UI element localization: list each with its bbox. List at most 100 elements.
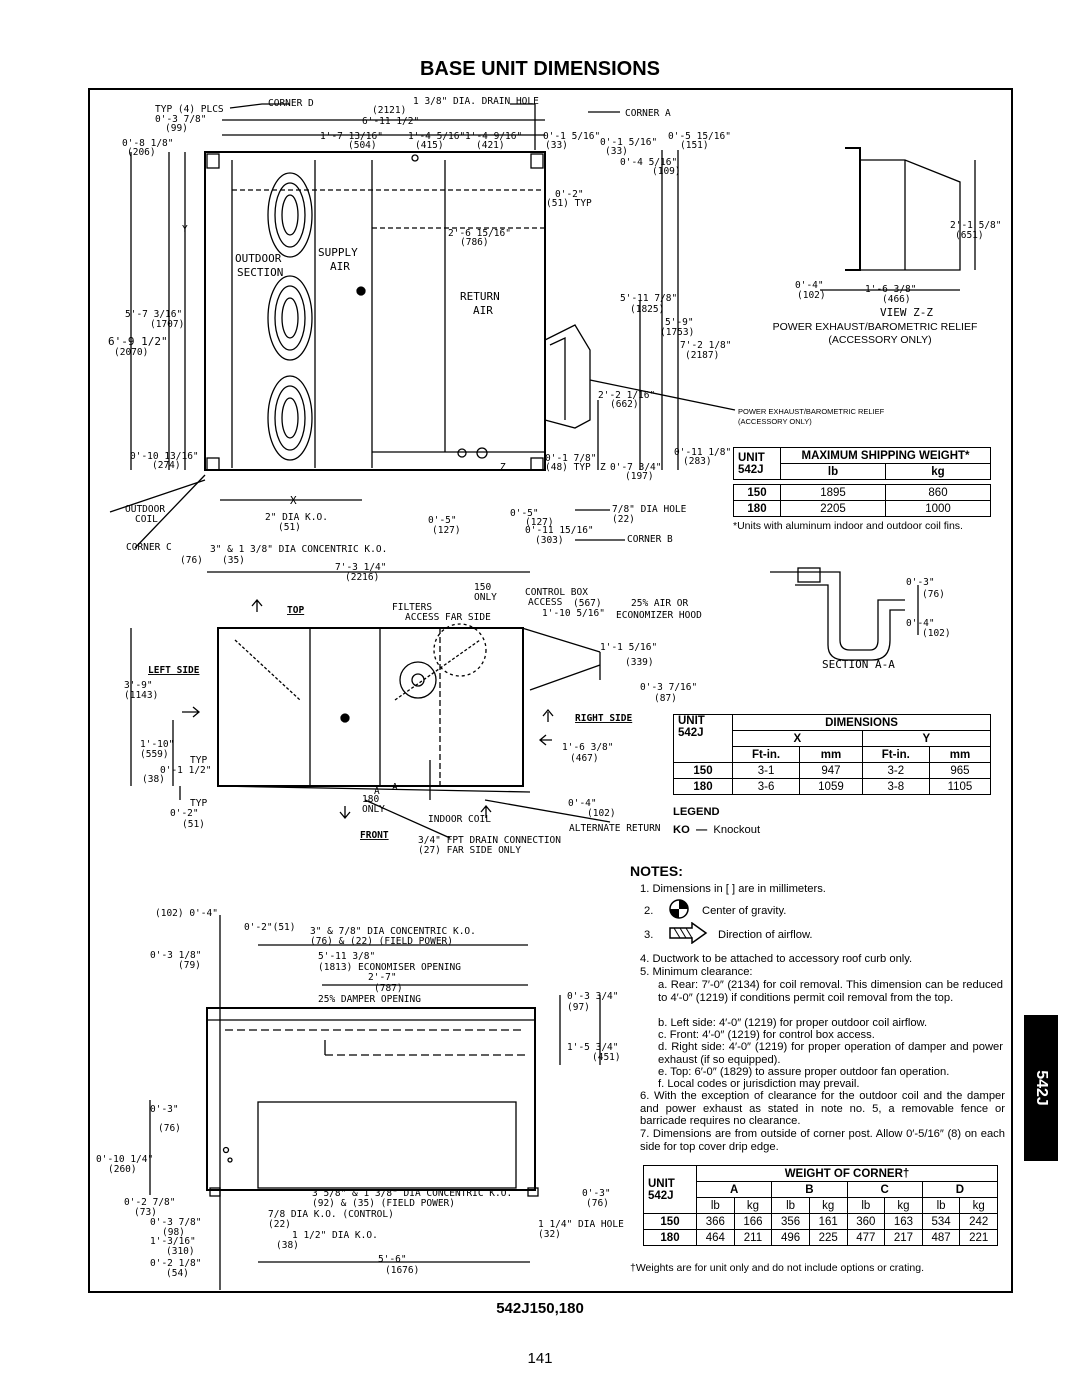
drawing-label: Z (600, 462, 606, 473)
drawing-label: INDOOR COIL (428, 814, 491, 825)
drawing-label: (467) (570, 753, 599, 764)
side-view-labels: TOP LEFT SIDE RIGHT SIDE FRONT 150 ONLY … (124, 582, 702, 856)
drawing-label: 0'-4" (568, 798, 597, 809)
drawing-label: (51) (278, 522, 301, 533)
drawing-label: 0'-11 15/16" (525, 525, 594, 536)
table-cell: lb (780, 463, 886, 480)
side-tab: 542J (1024, 1015, 1058, 1161)
note-3: Direction of airflow. (718, 929, 813, 941)
drawing-label: (206) (127, 147, 156, 158)
drawing-label: 0'-3 7/16" (640, 682, 697, 693)
table-cell: MAXIMUM SHIPPING WEIGHT* (780, 447, 991, 464)
table-cell: D (921, 1181, 999, 1198)
table-cell: 150 (673, 762, 733, 779)
drawing-label: 1'-5 3/4" (567, 1042, 618, 1053)
drawing-label: 1'-4 9/16" (465, 131, 522, 142)
page-title: BASE UNIT DIMENSIONS (419, 58, 661, 80)
drawing-label: 2'-2 1/16" (598, 390, 655, 401)
table-cell: 1000 (885, 500, 991, 517)
drawing-label: 25% AIR OR (631, 598, 688, 609)
table-cell: 3-6 (731, 778, 801, 795)
table-cell: 356 (771, 1213, 810, 1230)
only150-a: 150 (474, 582, 491, 593)
notes-title: NOTES: (630, 863, 683, 879)
drawing-label: 0'-2 1/8" (150, 1258, 201, 1269)
typ-plcs-label: TYP (4) PLCS (155, 104, 224, 115)
drawing-label: (76) (180, 555, 203, 566)
corner-footnote: †Weights are for unit only and do not in… (630, 1262, 924, 1274)
drawing-label: FILTERS (392, 602, 432, 613)
drawing-label: 1'-6 3/8" (562, 742, 613, 753)
drawing-label: 7'-2 1/8" (680, 340, 731, 351)
drawing-label: 1'-3/16" (150, 1236, 196, 1247)
drawing-label: 1 1/2" DIA K.O. (292, 1230, 378, 1241)
table-cell: lb (921, 1197, 961, 1214)
note-5c: c. Front: 4′-0″ (1219) for control box a… (658, 1029, 875, 1041)
outdoor-section-label: OUTDOOR (235, 252, 282, 265)
outdoor-fan-coils (267, 172, 313, 461)
table-cell: lb (771, 1197, 810, 1214)
drawing-label: ONLY (474, 592, 497, 603)
drawing-label: (48) TYP (545, 462, 591, 473)
top-view-labels: TYP (4) PLCS 0'-3 7/8" (99) CORNER D 1 3… (108, 96, 885, 583)
table-cell: 1105 (928, 778, 992, 795)
front-label: FRONT (360, 830, 389, 841)
drawing-label: (97) (567, 1002, 590, 1013)
drawing-label: 5'-6" (378, 1254, 407, 1265)
drawing-label: (2070) (114, 347, 148, 358)
table-cell: 464 (696, 1229, 735, 1246)
drawing-label: 0'-5 15/16" (668, 131, 731, 142)
drawing-label: 0'-5" (510, 508, 539, 519)
airflow-arrow-icon (669, 922, 708, 944)
drawing-label: (76) (158, 1123, 181, 1134)
table-cell: 860 (885, 484, 991, 501)
drawing-label: 0'-3" (906, 577, 935, 588)
drawing-label: (466) (882, 294, 911, 305)
table-cell: 180 (733, 500, 781, 517)
drawing-label: (1813) ECONOMISER OPENING (318, 962, 461, 973)
table-cell: mm (799, 746, 863, 763)
drawing-label: (504) (348, 140, 377, 151)
note-2: Center of gravity. (702, 905, 787, 917)
drawing-label: 5'-11 7/8" (620, 293, 677, 304)
drawing-frame (88, 88, 1013, 1293)
drawing-label: 0'-4" (906, 618, 935, 629)
table-cell: lb (846, 1197, 886, 1214)
drawing-label: (421) (476, 140, 505, 151)
drawing-label: ONLY (362, 804, 385, 815)
drawing-label: 0'-8 1/8" (122, 138, 173, 149)
table-cell: 947 (799, 762, 863, 779)
note-5a: a. Rear: 7′-0″ (2134) for coil removal. … (658, 979, 1003, 1004)
drawing-label: (127) (432, 525, 461, 536)
drawing-label: (109) (652, 166, 681, 177)
bottom-view-outline (206, 1007, 536, 1191)
drawing-label: 0'-1 5/16" (600, 137, 657, 148)
table-cell: 2205 (780, 500, 886, 517)
left-side-label: LEFT SIDE (148, 665, 200, 676)
drawing-label: Z (500, 462, 506, 473)
drawing-label: 0'-4" (795, 280, 824, 291)
drawing-label: 0'-3 7/8" (150, 1217, 201, 1228)
drawing-label: 3 5/8" & 1 3/8" DIA CONCENTRIC K.O. (312, 1188, 512, 1199)
table-cell: Ft-in. (861, 746, 930, 763)
table-cell: 360 (846, 1213, 886, 1230)
drawing-label: 1'-4 5/16" (408, 131, 465, 142)
drawing-label: (ACCESSORY ONLY) (828, 334, 931, 346)
table-cell: X (732, 730, 863, 747)
table-cell: Y (861, 730, 992, 747)
corner-b-label: CORNER B (627, 534, 673, 545)
drawing-label: (22) (268, 1219, 291, 1230)
drawing-label: POWER EXHAUST/BAROMETRIC RELIEF (773, 321, 978, 333)
drawing-label: 0'-10 13/16" (130, 451, 199, 462)
note-6: 6. With the exception of clearance for t… (640, 1090, 1005, 1128)
drain-hole-label: 1 3/8" DIA. DRAIN HOLE (413, 96, 539, 107)
drawing-label: 1'-10 5/16" (542, 608, 605, 619)
drawing-label: (283) (683, 456, 712, 467)
drawing-label: (87) (654, 693, 677, 704)
drawing-label: 3/4" FPT DRAIN CONNECTION (418, 835, 561, 846)
note-1: 1. Dimensions in [ ] are in millimeters. (640, 883, 826, 895)
drawing-label: (102) 0'-4" (155, 908, 218, 919)
